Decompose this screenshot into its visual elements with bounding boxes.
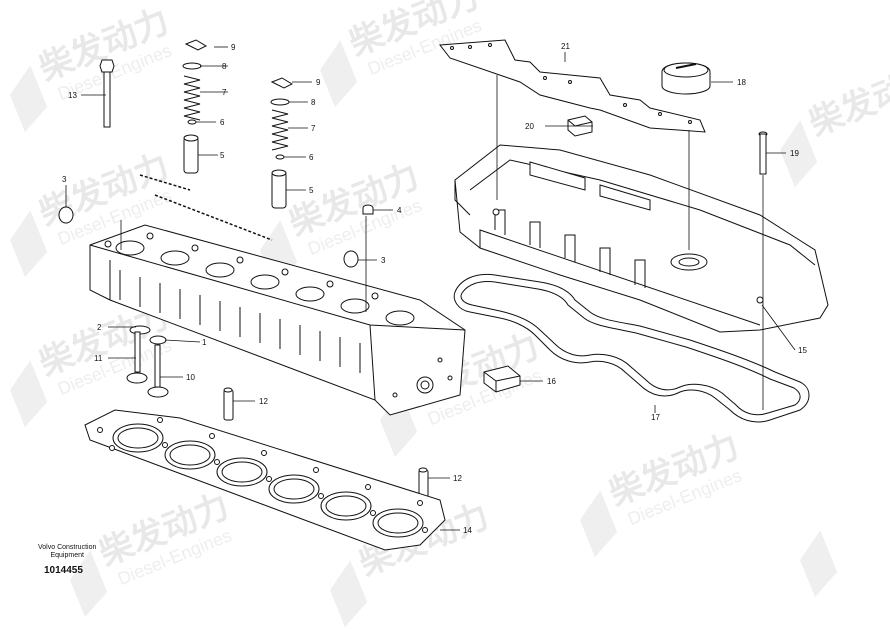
callout-7-right: 7 xyxy=(311,124,316,133)
callout-9-right: 9 xyxy=(316,78,321,87)
callout-17: 17 xyxy=(651,413,660,422)
plug-4 xyxy=(362,204,374,215)
callout-4: 4 xyxy=(397,206,402,215)
watermark-8: 柴发动力 Diesel-Engines xyxy=(580,426,745,558)
callout-8-right: 8 xyxy=(311,98,316,107)
callout-21: 21 xyxy=(561,42,570,51)
callout-12-upper: 12 xyxy=(259,397,268,406)
valve-spring-stack-left xyxy=(182,39,208,174)
callout-9-left: 9 xyxy=(231,43,236,52)
callout-labels: 9 8 7 6 5 9 8 7 6 5 13 3 4 3 1 2 11 10 1… xyxy=(62,42,807,535)
callout-7-left: 7 xyxy=(222,88,227,97)
callout-15: 15 xyxy=(798,346,807,355)
valve-cover-gasket xyxy=(453,273,810,423)
guide-lines xyxy=(139,174,273,241)
caption-line-1: Volvo Construction xyxy=(38,544,97,551)
callout-3-right: 3 xyxy=(381,256,386,265)
callout-18: 18 xyxy=(737,78,746,87)
publisher-caption: Volvo Construction Equipment xyxy=(38,544,96,560)
callout-8-left: 8 xyxy=(222,62,227,71)
drawing-number: 1014455 xyxy=(44,565,83,576)
gasket-strip xyxy=(439,39,706,133)
caption-line-2: Equipment xyxy=(50,552,84,559)
callout-19: 19 xyxy=(790,149,799,158)
valves xyxy=(126,325,169,398)
callout-6-left: 6 xyxy=(220,118,225,127)
callout-20: 20 xyxy=(525,122,534,131)
valve-cover xyxy=(454,144,829,333)
watermark-5: 柴发动力 xyxy=(780,56,890,188)
callout-11: 11 xyxy=(94,354,103,363)
head-bolt-13 xyxy=(99,59,115,128)
callout-2: 2 xyxy=(97,323,102,332)
watermark-1: 柴发动力 Diesel-Engines xyxy=(10,1,175,133)
callout-13: 13 xyxy=(68,91,77,100)
callout-3-left: 3 xyxy=(62,175,67,184)
callout-6-right: 6 xyxy=(309,153,314,162)
bolt-19 xyxy=(758,131,768,175)
plug-3-left xyxy=(58,206,74,224)
dowel-pins xyxy=(223,387,429,501)
oil-filler-cap xyxy=(661,62,711,95)
head-gasket xyxy=(84,409,446,551)
valve-spring-stack-right xyxy=(270,77,294,209)
callout-1: 1 xyxy=(202,338,207,347)
watermark-text-cn: 柴发动力 xyxy=(804,56,890,144)
bracket-16 xyxy=(483,365,521,393)
watermark-11 xyxy=(800,530,838,598)
callout-10: 10 xyxy=(186,373,195,382)
callout-12-lower: 12 xyxy=(453,474,462,483)
callout-5-left: 5 xyxy=(220,151,225,160)
callout-14: 14 xyxy=(463,526,472,535)
callout-5-right: 5 xyxy=(309,186,314,195)
callout-16: 16 xyxy=(547,377,556,386)
leader-lines xyxy=(65,46,796,531)
plug-3-right xyxy=(343,250,359,268)
cylinder-head xyxy=(89,224,466,416)
